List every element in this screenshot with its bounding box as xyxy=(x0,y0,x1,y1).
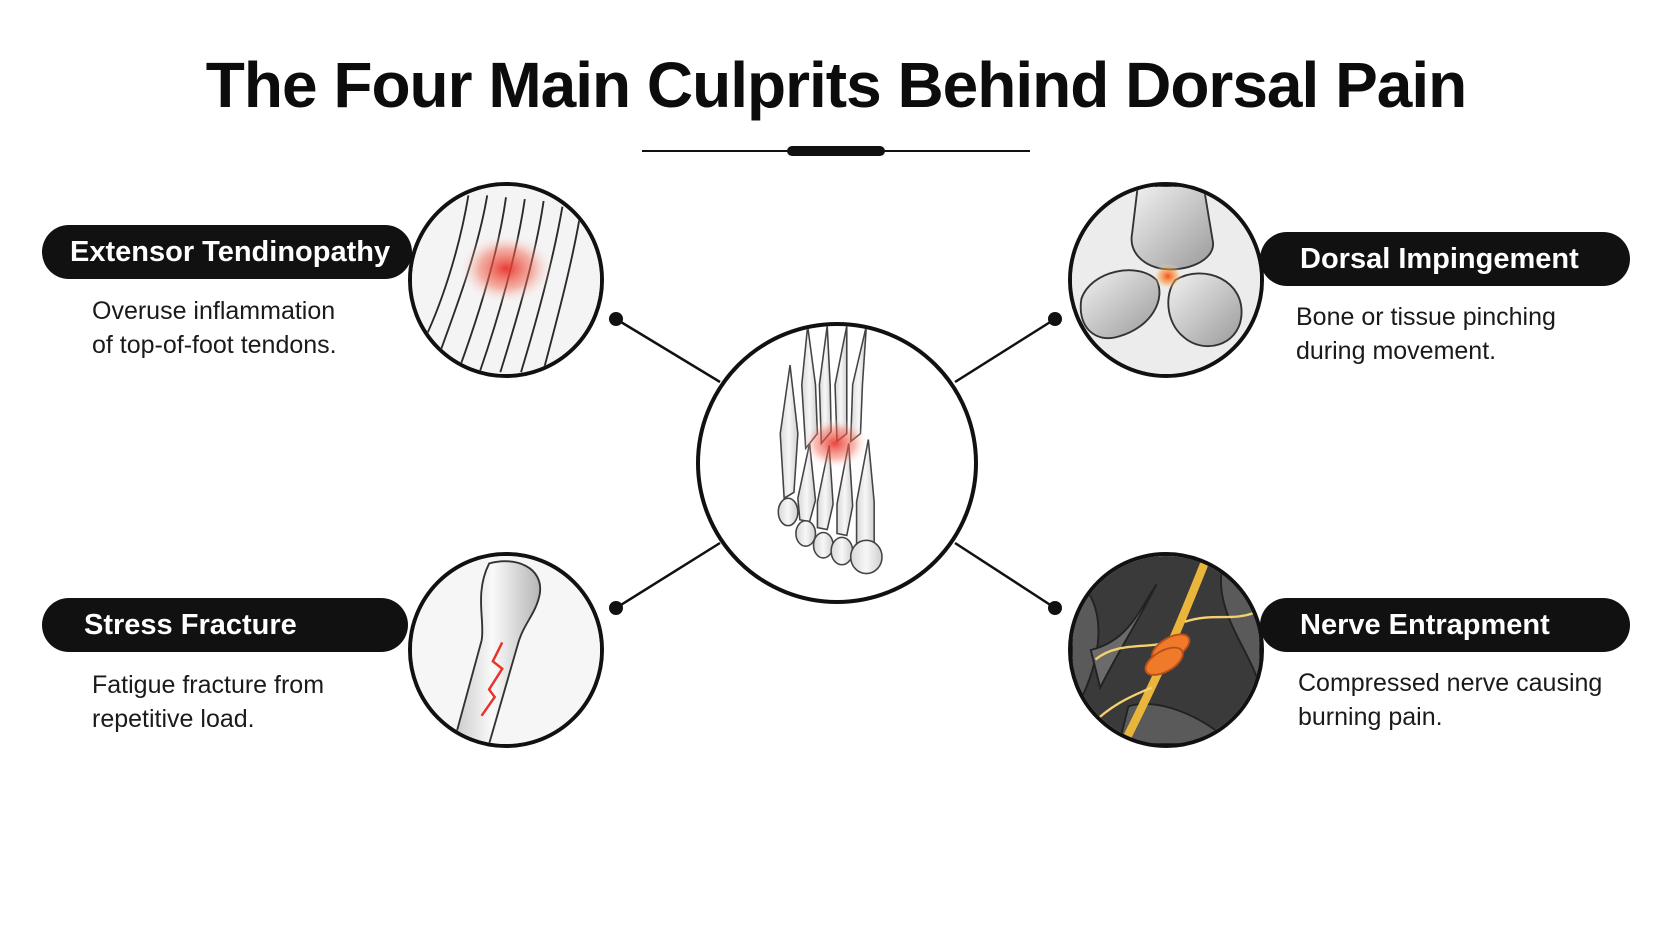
stress-fracture-description-line1: Fatigue fracture from xyxy=(92,671,325,699)
nerve-entrapment-description-line1: Compressed nerve causing xyxy=(1298,669,1603,697)
connector-bottom-left xyxy=(615,541,721,610)
connector-top-right xyxy=(954,317,1056,384)
extensor-tendinopathy-description: Overuse inflammation of top-of-foot tend… xyxy=(92,294,432,362)
foot-skeleton-icon xyxy=(777,326,883,575)
stress-fracture-description: Fatigue fracture from repetitive load. xyxy=(92,668,432,736)
connector-bottom-right xyxy=(954,541,1056,610)
fractured-bone-icon xyxy=(412,556,600,744)
nerve-entrapment-circle xyxy=(1068,552,1264,748)
stress-fracture-description-line2: repetitive load. xyxy=(92,705,255,733)
inflamed-tendons-icon xyxy=(412,186,600,374)
connector-dot-bottom-right xyxy=(1048,601,1062,615)
compressed-nerve-icon xyxy=(1072,556,1260,744)
dorsal-impingement-circle xyxy=(1068,182,1264,378)
stress-fracture-circle xyxy=(408,552,604,748)
extensor-tendinopathy-circle xyxy=(408,182,604,378)
dorsal-impingement-description-line2: during movement. xyxy=(1296,337,1497,365)
extensor-tendinopathy-label: Extensor Tendinopathy xyxy=(42,225,412,279)
connector-dot-bottom-left xyxy=(609,601,623,615)
title-divider-accent xyxy=(787,146,885,156)
nerve-entrapment-description: Compressed nerve causing burning pain. xyxy=(1298,666,1638,734)
connector-dot-top-right xyxy=(1048,312,1062,326)
extensor-tendinopathy-description-line2: of top-of-foot tendons. xyxy=(92,331,337,359)
nerve-entrapment-label: Nerve Entrapment xyxy=(1260,598,1630,652)
connector-dot-top-left xyxy=(609,312,623,326)
dorsal-impingement-label: Dorsal Impingement xyxy=(1260,232,1630,286)
joint-impingement-icon xyxy=(1072,186,1260,374)
center-foot-circle xyxy=(696,322,978,604)
dorsal-impingement-description-line1: Bone or tissue pinching xyxy=(1296,303,1556,331)
connector-top-left xyxy=(615,317,721,384)
dorsal-impingement-description: Bone or tissue pinching during movement. xyxy=(1296,300,1636,368)
extensor-tendinopathy-description-line1: Overuse inflammation xyxy=(92,297,336,325)
stress-fracture-label: Stress Fracture xyxy=(42,598,408,652)
page-title: The Four Main Culprits Behind Dorsal Pai… xyxy=(205,49,1467,121)
nerve-entrapment-description-line2: burning pain. xyxy=(1298,703,1443,731)
